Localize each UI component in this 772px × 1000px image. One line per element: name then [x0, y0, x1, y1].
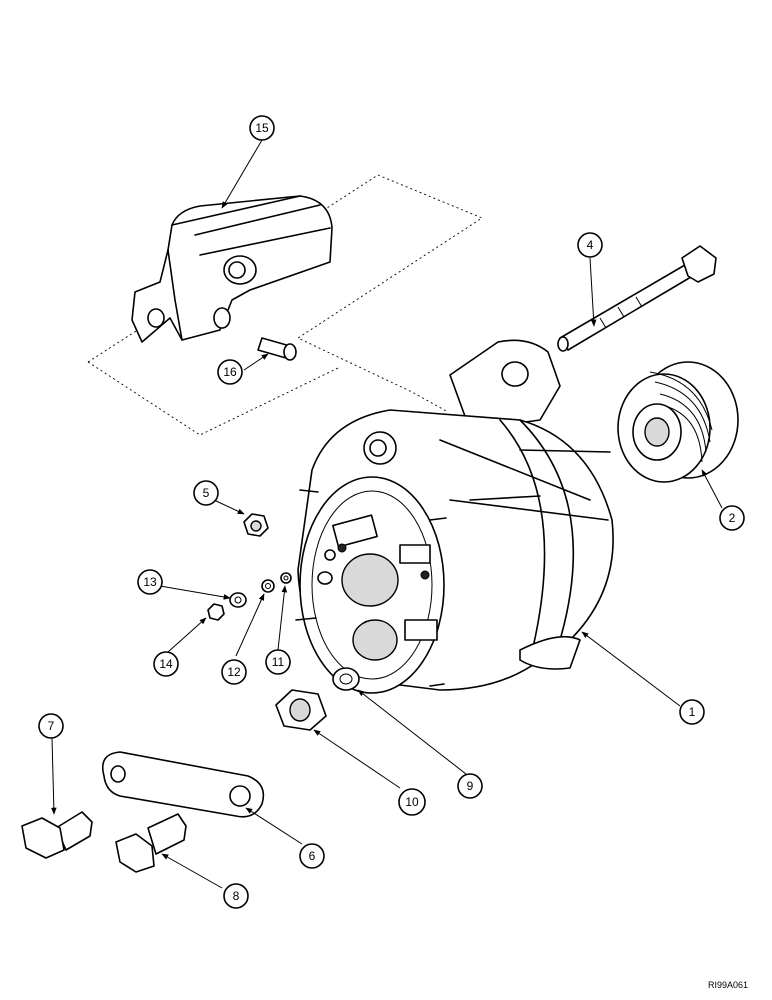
figure-id-label: RI99A061	[708, 980, 748, 990]
callout-14: 14	[153, 651, 179, 677]
callout-10: 10	[398, 788, 426, 816]
mounting-plane-outline	[87, 174, 483, 436]
callout-12: 12	[221, 659, 247, 685]
callout-2-label: 2	[729, 511, 736, 525]
callout-5: 5	[193, 480, 219, 506]
flange-nut-part	[243, 513, 269, 537]
callout-8-label: 8	[233, 889, 240, 903]
callout-1-label: 1	[689, 705, 696, 719]
bracket-bolt-part	[257, 337, 297, 361]
callout-9: 9	[457, 773, 483, 799]
lock-washer-9-part	[332, 667, 360, 691]
callout-15-label: 15	[255, 121, 269, 135]
callout-15: 15	[249, 115, 275, 141]
callout-9-label: 9	[467, 779, 474, 793]
callout-16: 16	[217, 359, 243, 385]
callout-16-label: 16	[223, 365, 237, 379]
nut-11-part	[280, 572, 292, 584]
callout-8: 8	[223, 883, 249, 909]
callout-1: 1	[679, 699, 705, 725]
pivot-bolt-part	[557, 245, 717, 352]
callout-11: 11	[265, 649, 291, 675]
leader-lines	[51, 139, 723, 889]
callout-11-label: 11	[272, 655, 285, 669]
callout-12-label: 12	[227, 665, 241, 679]
callout-4-label: 4	[587, 238, 594, 252]
callout-13-label: 13	[143, 575, 157, 589]
callout-5-label: 5	[203, 486, 210, 500]
callout-10-label: 10	[405, 795, 419, 809]
nut-14-part	[207, 603, 225, 621]
adjusting-strap-part	[101, 751, 265, 818]
alternator-part	[295, 339, 614, 694]
hex-nut-10-part	[275, 689, 327, 731]
bolt-7-part	[21, 811, 93, 859]
bolt-8-part	[115, 813, 187, 873]
pulley-part	[617, 361, 739, 483]
mounting-bracket-part	[131, 195, 333, 343]
callout-7: 7	[38, 713, 64, 739]
washer-12-part	[261, 579, 275, 593]
washer-13-part	[229, 592, 247, 608]
callout-6: 6	[299, 843, 325, 869]
callout-13: 13	[137, 569, 163, 595]
callout-4: 4	[577, 232, 603, 258]
callout-14-label: 14	[159, 657, 173, 671]
callout-6-label: 6	[309, 849, 316, 863]
callout-7-label: 7	[48, 719, 55, 733]
callout-2: 2	[719, 505, 745, 531]
